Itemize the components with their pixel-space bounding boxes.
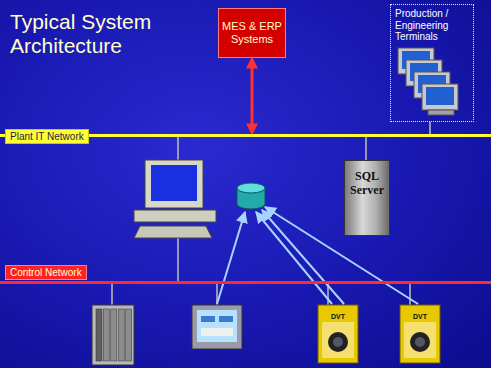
monitor	[422, 84, 458, 110]
plc-slots	[96, 309, 132, 361]
node-label: Control Network	[5, 265, 87, 280]
system-box: MES & ERP Systems	[218, 8, 286, 58]
database-icon	[237, 183, 265, 209]
plc-slot	[118, 309, 124, 361]
camera-face	[404, 322, 436, 358]
plc-rack	[92, 305, 134, 365]
camera-node: DVT	[318, 305, 358, 363]
camera-face	[322, 322, 354, 358]
plc-icon	[92, 305, 134, 365]
network-line	[0, 281, 491, 284]
wires	[112, 122, 430, 305]
wire	[429, 122, 431, 134]
wire	[177, 238, 179, 281]
screen	[151, 165, 197, 201]
hmi-widget	[219, 316, 233, 322]
terminal	[422, 84, 458, 115]
group-box: Production / Engineering Terminals	[390, 4, 474, 122]
network-band: Plant IT Network	[0, 126, 491, 144]
camera-body	[400, 305, 440, 363]
diagram-title: Typical System Architecture	[10, 10, 180, 57]
plc-slot	[126, 309, 132, 361]
server-tower: SQL Server	[344, 160, 390, 236]
camera-lens	[333, 337, 343, 347]
hmi-widget	[201, 316, 215, 322]
pc-icon	[134, 160, 216, 238]
monitor	[145, 160, 203, 208]
hmi-icon	[192, 305, 242, 349]
data-arrow	[262, 210, 344, 304]
keyboard	[134, 226, 212, 238]
node-label: DVT	[412, 313, 428, 321]
wire	[409, 284, 411, 305]
hmi-widget	[201, 328, 233, 336]
camera-lens	[328, 332, 348, 352]
plc-slot	[111, 309, 117, 361]
plc-slot	[103, 309, 109, 361]
data-arrow	[217, 212, 245, 304]
camera-body	[318, 305, 358, 363]
plc-slot	[96, 309, 102, 361]
camera-lens	[410, 332, 430, 352]
wire	[365, 137, 367, 160]
pc-base	[134, 210, 216, 222]
node-label: Plant IT Network	[5, 129, 89, 144]
node-label: MES & ERP Systems	[222, 20, 282, 46]
terminals-icon	[398, 48, 458, 115]
camera-icon	[400, 305, 440, 363]
wire	[177, 137, 179, 160]
camera-node: DVT	[400, 305, 440, 363]
node-label: Production / Engineering Terminals	[395, 8, 469, 43]
data-arrow	[265, 207, 418, 304]
camera-lens	[415, 337, 425, 347]
network-band: Control Network	[0, 262, 491, 288]
node-label: SQL Server	[347, 169, 387, 198]
wire	[111, 284, 113, 305]
hmi-screen	[197, 310, 237, 342]
hmi-frame	[192, 305, 242, 349]
keyboard	[428, 110, 454, 115]
screen	[426, 87, 454, 105]
cylinder-top	[237, 183, 265, 193]
node-label: DVT	[330, 313, 346, 321]
connector-arrow	[251, 59, 254, 133]
camera-icon	[318, 305, 358, 363]
